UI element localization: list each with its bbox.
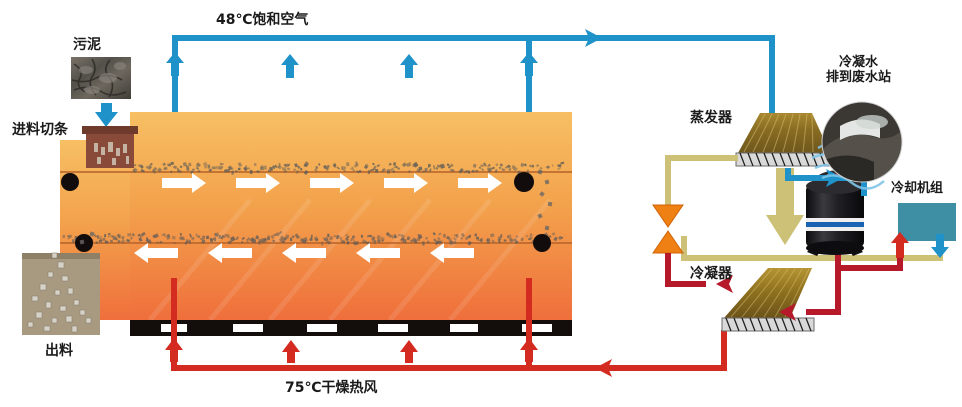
label-feed-cutter: 进料切条	[12, 122, 68, 138]
hot-air-pipe-to-condenser	[596, 330, 727, 371]
label-condensate-drain: 冷凝水 排到废水站	[826, 55, 892, 85]
label-discharge: 出料	[45, 343, 73, 359]
belt-rollers	[61, 172, 551, 252]
discharge-box	[22, 252, 100, 335]
label-evaporator: 蒸发器	[690, 110, 732, 126]
condensate-spray	[811, 142, 885, 190]
label-sludge: 污泥	[73, 37, 101, 53]
saturated-air-direction-arrow	[585, 29, 602, 47]
sludge-feed-arrow	[95, 103, 118, 127]
drying-chamber	[60, 112, 572, 322]
refrigerant-liquid-line	[665, 155, 943, 261]
material-granules	[62, 161, 565, 248]
moist-air-up-arrows	[166, 52, 538, 78]
evaporator-coil	[735, 113, 833, 167]
feed-cutter-box	[82, 126, 138, 168]
label-hot-dry-air: 75℃干燥热风	[285, 380, 378, 396]
hot-air-direction-arrow	[595, 359, 612, 377]
cooling-unit	[891, 203, 956, 258]
refrigerant-gas-line	[779, 170, 903, 321]
hot-air-inlet-arrows	[165, 338, 538, 363]
condensate-photo	[821, 101, 903, 183]
belt-arrows-reverse	[134, 243, 474, 263]
label-saturated-air: 48℃饱和空气	[216, 12, 309, 28]
saturated-air-pipe	[172, 35, 775, 113]
label-condenser: 冷凝器	[690, 266, 732, 282]
saturated-air-pipe-group	[172, 29, 775, 113]
belt-arrows-forward	[162, 173, 502, 193]
airflow-down-arrow	[766, 168, 804, 245]
granule-spill	[79, 169, 553, 245]
label-cooling-unit: 冷却机组	[891, 181, 944, 196]
sludge-photo	[71, 57, 131, 99]
compressor-suction-line	[785, 168, 867, 196]
compressor	[806, 170, 864, 256]
hot-air-pipe-left	[171, 278, 596, 371]
chamber-base-strip	[130, 320, 572, 336]
hot-air-pipe-group	[171, 278, 727, 377]
condenser-coil	[721, 268, 815, 332]
